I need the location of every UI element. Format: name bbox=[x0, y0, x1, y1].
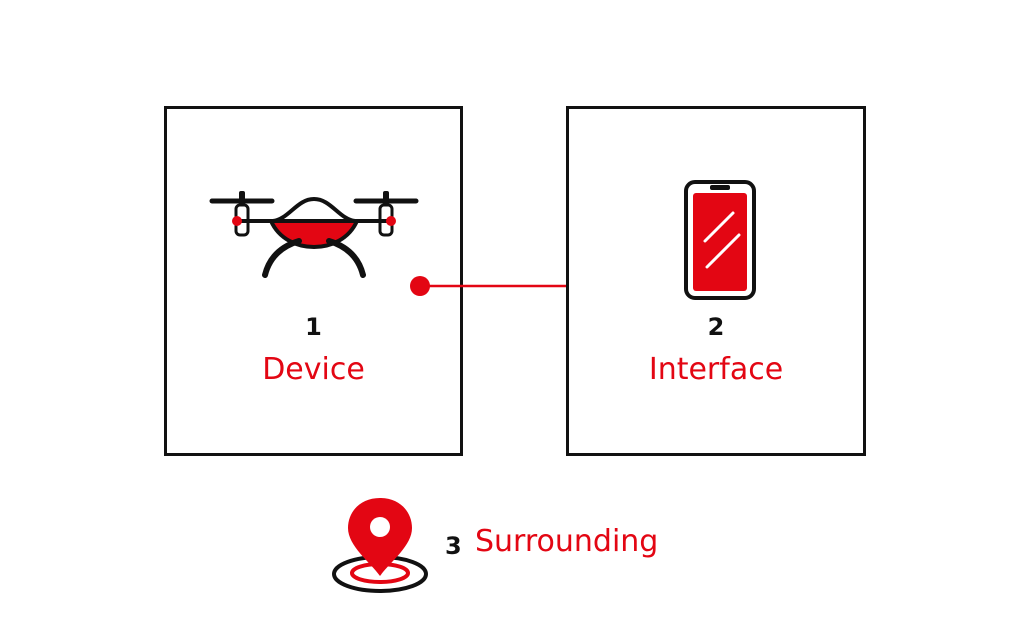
device-label: Device bbox=[262, 352, 365, 387]
drone-icon bbox=[209, 189, 419, 293]
interface-box: 2 Interface bbox=[566, 106, 866, 456]
surrounding-label: Surrounding bbox=[475, 524, 659, 559]
interface-number: 2 bbox=[707, 313, 725, 341]
location-pin-icon bbox=[330, 494, 430, 602]
device-number: 1 bbox=[305, 313, 322, 341]
connector-start-dot bbox=[410, 276, 430, 296]
interface-label: Interface bbox=[648, 352, 784, 387]
smartphone-icon bbox=[683, 179, 757, 305]
surrounding-number: 3 bbox=[445, 532, 462, 560]
